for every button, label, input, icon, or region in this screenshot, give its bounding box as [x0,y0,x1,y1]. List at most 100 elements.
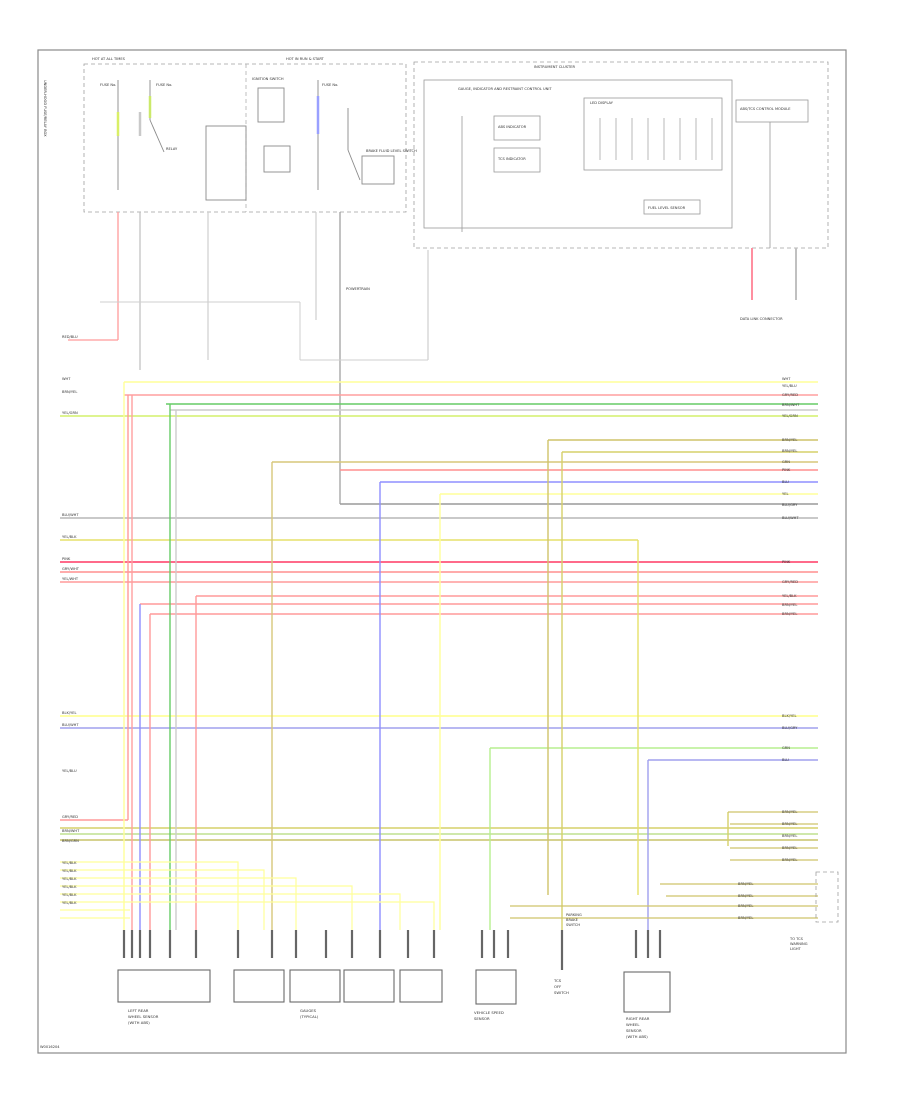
fuel-level-box [643,199,701,215]
gauge-2 [289,969,341,1003]
tcs-indicator-box [493,147,541,173]
left-label-8: YEL/WHT [62,577,79,581]
gauge-3 [343,969,395,1003]
right-label-24: BRN/YEL [782,834,797,838]
yellow-fan-wires [60,861,435,930]
left-sensor-caption-0: LEFT REAR [128,1008,149,1013]
left-sensor-caption-1: WHEEL SENSOR [128,1014,159,1019]
center-sensor-caption-0: VEHICLE SPEED [474,1010,504,1015]
led-display-label: LED DISPLAY [590,101,614,105]
left-label-17: YEL/BLK [62,877,77,881]
tcs-indicator-label: TCS INDICATOR [497,157,526,161]
left-label-6: PINK [62,557,71,561]
right-label-5: BRN/YEL [782,438,797,442]
right-label-29: BRN/YEL [738,904,753,908]
right-label-21: BLU [782,758,789,762]
right-label-27: BRN/YEL [738,882,753,886]
left-label-0: RED/BLU [62,335,78,339]
left-label-19: YEL/BLK [62,893,77,897]
tcs-switch-caption-2: SWITCH [554,990,569,995]
diagram-frame [37,49,847,1054]
tcs-switch-caption-0: TCS [553,978,562,983]
right-label-13: PINK [782,560,791,564]
right-label-11: BLU/GRY [782,503,798,507]
tcs-warning-note-0: TO TCS [789,937,804,941]
cluster-inner-box [423,79,733,229]
left-label-4: BLU/WHT [62,513,79,517]
left-label-7: GRY/WHT [62,567,80,571]
fuse-label-1: FUSE No. [100,83,116,87]
right-label-25: BRN/YEL [782,846,797,850]
left-label-10: BLU/WHT [62,723,79,727]
right-label-12: BLU/WHT [782,516,799,520]
abs-module-label: ABS/TCS CONTROL MODULE [740,107,791,111]
relay-label: RELAY [166,147,178,151]
left-label-3: YEL/GRN [62,411,78,415]
left-label-2: BRN/YEL [62,390,77,394]
right-label-4: YEL/GRN [782,414,798,418]
hot-at-all-times-label: HOT AT ALL TIMES [92,57,126,61]
led-display-box [583,97,723,171]
powertrain-note: POWERTRAIN [346,287,370,291]
right-label-2: GRY/RED [782,393,798,397]
right-label-10: YEL [782,492,788,496]
data-link-label: DATA LINK CONNECTOR [740,317,783,321]
connector-pins [122,930,662,970]
center-sensor-caption-1: SENSOR [474,1016,490,1021]
tcs-warning-note-1: WARNING [790,942,808,946]
led-segments [599,118,713,160]
left-rear-wheel-sensor [117,969,211,1003]
right-label-16: BRN/YEL [782,603,797,607]
right-sensor-caption-3: (WITH ABS) [626,1034,648,1039]
right-label-28: BRN/YEL [738,894,753,898]
right-sensor-caption-0: RIGHT REAR [626,1016,650,1021]
left-label-13: BRN/WHT [62,829,80,833]
left-label-12: GRY/RED [62,815,78,819]
left-label-15: YEL/BLK [62,861,77,865]
left-sensor-caption-2: (WITH ABS) [128,1020,150,1025]
right-label-7: GRN [782,460,790,464]
right-rear-wheel-sensor [623,971,671,1013]
left-label-20: YEL/BLK [62,901,77,905]
right-label-19: BLU/GRY [782,726,798,730]
left-label-1: WHT [62,377,71,381]
parking-note-0: PARKING [566,913,582,917]
tcs-switch-caption-1: OFF [554,984,561,989]
tcs-warning-note-2: LIGHT [790,947,802,951]
right-label-22: BRN/YEL [782,810,797,814]
right-label-9: PINK [782,468,791,472]
instrument-cluster-label: INSTRUMENT CLUSTER [534,65,575,69]
vehicle-speed-sensor [475,969,517,1005]
left-label-5: YEL/BLK [62,535,77,539]
brake-fluid-label: BRAKE FLUID LEVEL SWITCH [366,149,417,153]
left-label-18: YEL/BLK [62,885,77,889]
abs-indicator-label: ABS INDICATOR [498,125,527,129]
parking-note-2: SWITCH [566,923,580,927]
right-label-18: BLK/YEL [782,714,797,718]
right-label-20: GRN [782,746,790,750]
right-label-23: BRN/YEL [782,822,797,826]
right-label-0: WHT [782,377,791,381]
left-label-16: YEL/BLK [62,869,77,873]
right-label-26: BRN/YEL [782,858,797,862]
gauge-4 [399,969,443,1003]
instrument-cluster-box [413,61,829,249]
fuse-relay-box [83,63,407,213]
fuel-level-label: FUEL LEVEL SENSOR [648,206,686,210]
cluster-circuit-label: GAUGE, INDICATOR AND RESTRAINT CONTROL U… [458,87,552,91]
page-reference: W0016204 [40,1045,60,1049]
ignition-switch-label: IGNITION SWITCH [252,77,284,81]
left-label-14: BRN/GRN [62,839,79,843]
right-label-14: GRY/RED [782,580,798,584]
gauge-group-caption-0: GAUGES [300,1008,317,1013]
hot-in-run-label: HOT IN RUN & START [286,57,325,61]
gauge-group-caption-1: (TYPICAL) [300,1014,319,1019]
fuse-label-2: FUSE No. [156,83,172,87]
right-sensor-caption-1: WHEEL [626,1022,640,1027]
fuse-label-3: FUSE No. [322,83,338,87]
right-label-15: YEL/BLK [782,594,797,598]
right-sensor-caption-2: SENSOR [626,1028,642,1033]
right-label-3: BRN/WHT [782,403,800,407]
left-label-11: YEL/BLU [62,769,77,773]
right-label-6: BRN/YEL [782,449,797,453]
